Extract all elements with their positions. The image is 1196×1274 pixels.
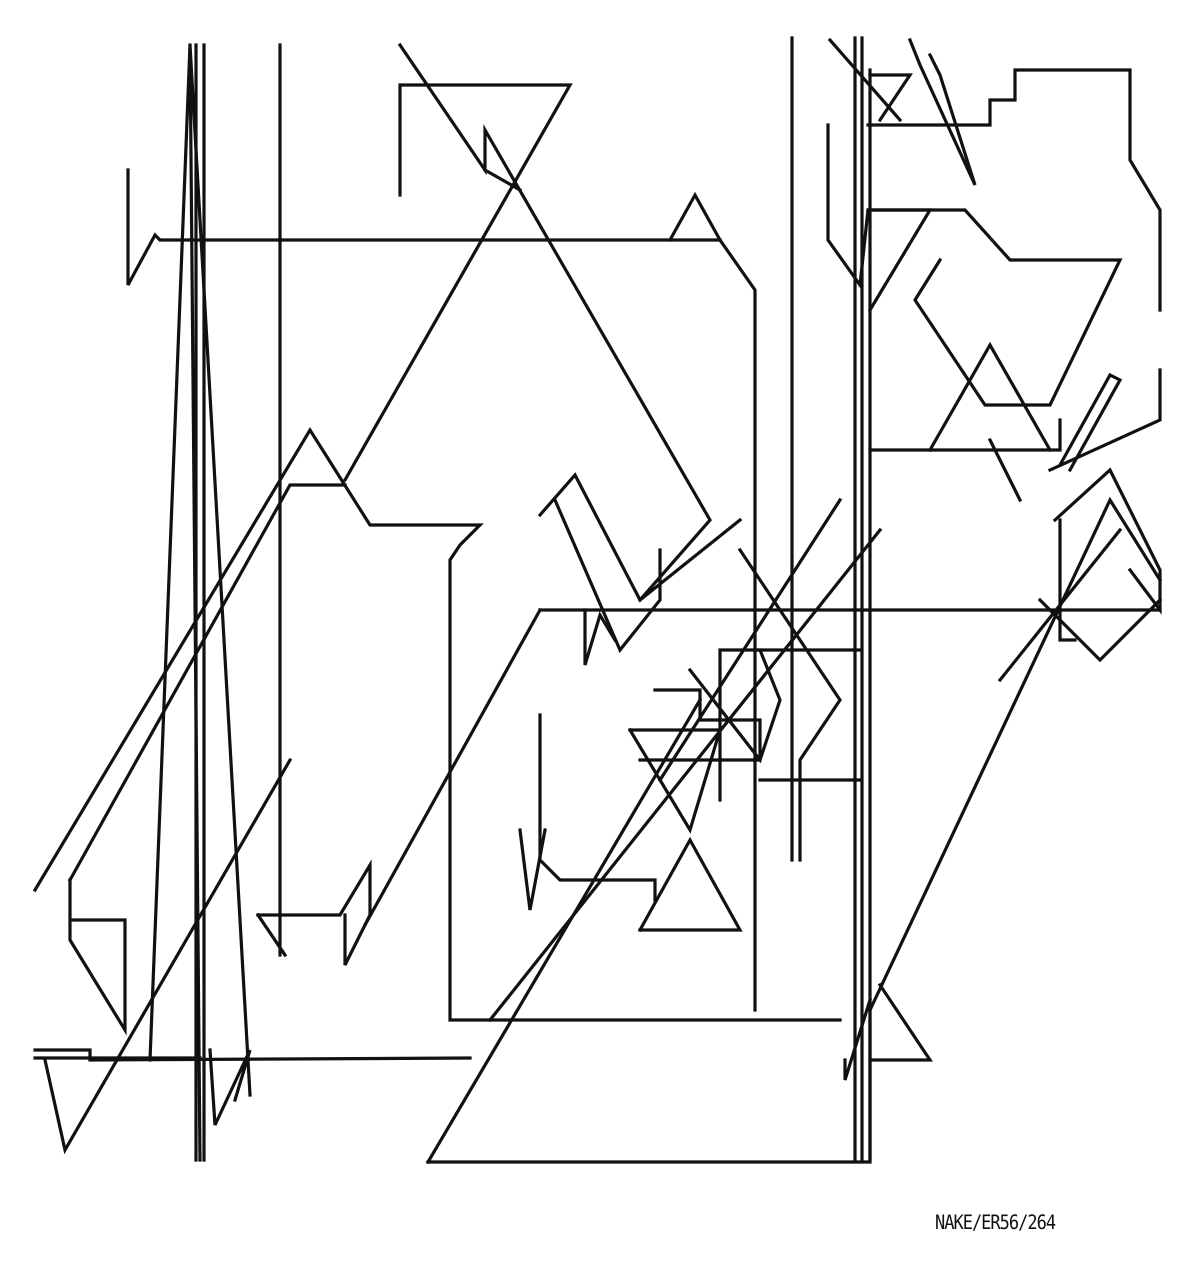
plotted-line xyxy=(32,426,842,1022)
plotted-line xyxy=(538,713,657,902)
plotted-line xyxy=(866,208,933,313)
plotted-line xyxy=(482,167,523,193)
plotted-line xyxy=(1058,518,1077,642)
plotted-line xyxy=(843,997,873,1081)
plotted-line xyxy=(426,1008,872,1164)
plotted-line xyxy=(867,496,1163,1013)
plotted-line xyxy=(737,547,842,862)
plotted-line xyxy=(67,483,347,883)
plotted-line xyxy=(1047,368,1162,473)
upper-right-structure xyxy=(826,37,1162,503)
plotted-line xyxy=(362,607,543,928)
plotted-line xyxy=(397,42,712,603)
plotted-line xyxy=(868,982,933,1062)
left-spike xyxy=(148,43,282,1162)
plotted-line xyxy=(826,123,1123,407)
left-diagonals xyxy=(32,426,842,1155)
plotted-line xyxy=(907,37,977,186)
plotted-line xyxy=(188,44,252,1162)
plotted-line xyxy=(637,836,743,933)
plotted-line xyxy=(518,828,547,911)
plotted-line xyxy=(583,608,618,666)
plotted-line xyxy=(126,168,722,286)
right-lower-structure xyxy=(843,467,1163,1081)
plotted-line xyxy=(552,497,662,654)
plotted-line xyxy=(1052,467,1162,615)
plotted-line xyxy=(667,191,723,243)
plotted-line xyxy=(868,418,1062,452)
plotted-line xyxy=(342,83,573,483)
plotted-line xyxy=(987,437,1023,503)
plotted-line xyxy=(208,1048,252,1126)
lower-left-bracket xyxy=(255,859,372,966)
plotted-line xyxy=(657,497,843,783)
plotted-line xyxy=(1057,372,1123,473)
upper-left-structure xyxy=(126,168,757,1012)
plotted-line xyxy=(33,1048,472,1062)
plotted-line xyxy=(866,68,1162,312)
plotted-line xyxy=(68,878,127,1036)
plotted-line xyxy=(537,472,743,603)
plotted-line xyxy=(687,648,782,802)
plotted-line xyxy=(868,73,913,123)
plotted-line xyxy=(638,688,762,762)
top-triangles xyxy=(342,42,712,603)
plotted-line xyxy=(148,43,192,1062)
plotted-line xyxy=(255,912,288,958)
plotted-line xyxy=(927,341,1053,453)
plotted-line xyxy=(487,527,883,1023)
artist-signature: NAKE/ER56/264 xyxy=(935,1211,1056,1235)
plotted-line xyxy=(425,697,703,1165)
plotted-line xyxy=(43,757,293,1155)
plotted-line xyxy=(256,859,372,966)
center-cluster xyxy=(518,472,862,933)
big-lower-triangle xyxy=(362,527,1162,1165)
central-verticals xyxy=(790,36,913,1162)
plotted-line xyxy=(717,237,757,1012)
